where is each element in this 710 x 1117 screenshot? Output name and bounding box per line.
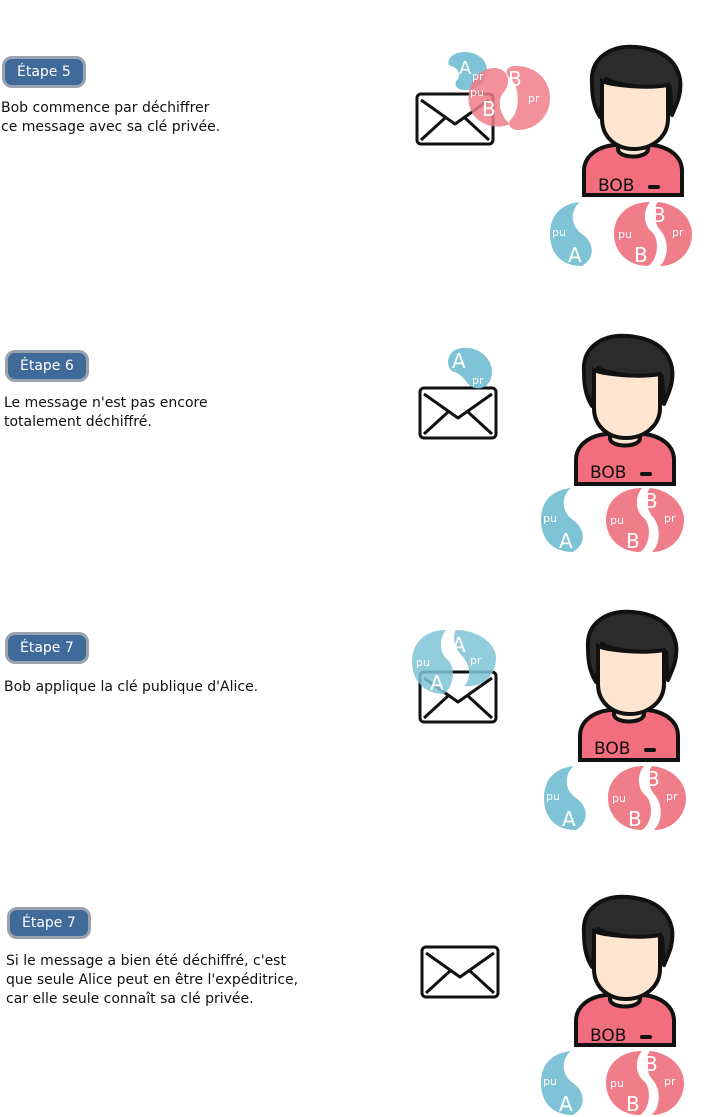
alice-key-icon: pu A A pr <box>412 630 496 695</box>
private-key-label: pr <box>470 654 482 667</box>
public-key-label: pu <box>470 86 484 99</box>
description-line: totalement déchiffré. <box>4 414 152 430</box>
key-label: A <box>430 671 444 695</box>
bob-avatar-icon: BOB <box>578 609 680 762</box>
bob-key-icon: pu B B pr <box>608 766 686 831</box>
key-label: A <box>568 243 582 267</box>
description-line: Si le message a bien été déchiffré, c'es… <box>6 953 286 969</box>
key-label: A <box>452 349 466 373</box>
key-label: B <box>482 97 496 121</box>
person-name: BOB <box>590 463 626 483</box>
private-key-label: pr <box>472 374 484 387</box>
key-label: B <box>628 807 642 831</box>
private-key-label: pr <box>664 1075 676 1088</box>
public-key-label: pu <box>612 792 626 805</box>
bob-avatar-icon: BOB <box>574 333 676 486</box>
bob-key-icon: pu B B pr <box>606 488 684 553</box>
bob-avatar-icon: BOB <box>582 44 684 197</box>
person-name: BOB <box>598 176 634 196</box>
step-7a-panel: Étape 7 Bob applique la clé publique d'A… <box>0 570 710 840</box>
public-key-label: pu <box>552 226 566 239</box>
key-label: B <box>508 67 522 91</box>
public-key-label: pu <box>543 512 557 525</box>
public-key-label: pu <box>618 228 632 241</box>
key-label: A <box>562 807 576 831</box>
description-line: Bob commence par déchiffrer <box>1 100 210 116</box>
bob-key-icon: pu B B pr <box>614 202 692 267</box>
key-label: B <box>646 767 660 791</box>
public-key-label: pu <box>610 1077 624 1090</box>
key-label: B <box>644 1052 658 1076</box>
public-key-label: pu <box>543 1075 557 1088</box>
bob-avatar-icon: BOB <box>574 894 676 1047</box>
step-badge: Étape 7 <box>7 907 91 939</box>
key-label: B <box>626 1092 640 1116</box>
step-description: Le message n'est pas encore totalement d… <box>4 394 208 432</box>
public-key-label: pu <box>546 790 560 803</box>
step-description: Bob commence par déchiffrer ce message a… <box>1 99 220 137</box>
key-label: A <box>452 633 466 657</box>
person-name: BOB <box>594 739 630 759</box>
step-description: Si le message a bien été déchiffré, c'es… <box>6 952 298 1009</box>
key-label: B <box>644 489 658 513</box>
step-description: Bob applique la clé publique d'Alice. <box>4 678 258 697</box>
private-key-label: pr <box>664 512 676 525</box>
key-label: B <box>634 243 648 267</box>
private-key-label: pr <box>666 790 678 803</box>
key-label: B <box>626 529 640 553</box>
description-line: ce message avec sa clé privée. <box>1 119 221 135</box>
public-key-label: pu <box>610 514 624 527</box>
alice-key-icon: pu A <box>541 488 583 553</box>
person-name: BOB <box>590 1026 626 1046</box>
private-key-label: pr <box>528 92 540 105</box>
key-label: B <box>652 203 666 227</box>
step-7b-panel: Étape 7 Si le message a bien été déchiff… <box>0 845 710 1116</box>
step-6-panel: Étape 6 Le message n'est pas encore tota… <box>0 290 710 560</box>
bob-key-icon: pr pu B B pr <box>468 66 550 130</box>
envelope-icon <box>420 945 500 999</box>
key-label: A <box>459 58 472 79</box>
step-5-panel: Étape 5 Bob commence par déchiffrer ce m… <box>0 0 710 270</box>
key-label: A <box>559 529 573 553</box>
alice-key-icon: pu A <box>550 202 592 267</box>
envelope-icon <box>418 386 498 440</box>
step-badge: Étape 6 <box>5 350 89 382</box>
alice-key-icon: pu A <box>541 1051 583 1116</box>
private-key-label: pr <box>672 226 684 239</box>
description-line: Le message n'est pas encore <box>4 395 208 411</box>
bob-key-icon: pu B B pr <box>606 1051 684 1116</box>
public-key-label: pu <box>416 656 430 669</box>
key-label: A <box>559 1092 573 1116</box>
description-line: car elle seule connaît sa clé privée. <box>6 991 254 1007</box>
description-line: Bob applique la clé publique d'Alice. <box>4 679 259 695</box>
alice-key-icon: A pr <box>448 347 492 389</box>
step-badge: Étape 5 <box>2 56 86 88</box>
alice-key-icon: pu A <box>544 766 586 831</box>
step-badge: Étape 7 <box>5 632 89 664</box>
private-key-label: pr <box>472 70 484 83</box>
description-line: que seule Alice peut en être l'expéditri… <box>6 972 299 988</box>
